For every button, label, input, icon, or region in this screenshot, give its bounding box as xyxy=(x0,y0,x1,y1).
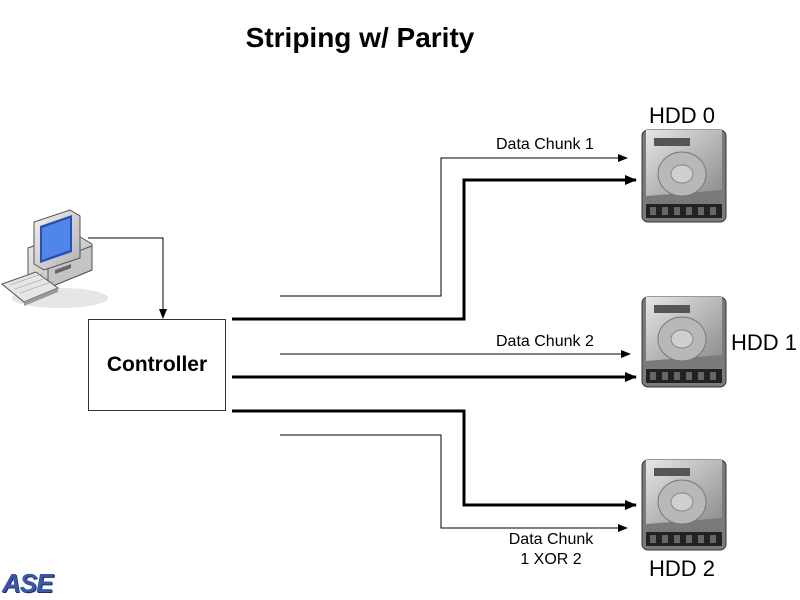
hdd0-label: HDD 0 xyxy=(649,103,716,128)
hdd2-icon xyxy=(641,459,727,551)
computer-to-controller-arrow xyxy=(88,237,167,319)
parity-label-line2: 1 XOR 2 xyxy=(520,551,582,568)
data-chunk-2-label: Data Chunk 2 xyxy=(496,333,594,350)
ase-logo: ASE xyxy=(2,568,53,598)
controller-to-hdd0-arrow xyxy=(232,175,637,321)
computer-icon xyxy=(0,209,108,308)
parity-label-line1: Data Chunk xyxy=(508,531,594,548)
controller-box: Controller xyxy=(88,319,226,411)
hdd0-icon xyxy=(641,129,727,223)
controller-label: Controller xyxy=(106,353,208,376)
hdd1-icon xyxy=(641,296,727,388)
parity-chunk-label: Data Chunk 1 XOR 2 xyxy=(500,530,602,570)
hdd1-label: HDD 1 xyxy=(731,330,798,355)
page-title: Striping w/ Parity xyxy=(245,22,475,53)
parity-chunk-arrow xyxy=(280,434,628,532)
data-chunk-1-arrow xyxy=(280,154,628,297)
hdd2-label: HDD 2 xyxy=(649,556,716,581)
controller-to-hdd2-arrow xyxy=(232,409,637,510)
data-chunk-1-label: Data Chunk 1 xyxy=(496,136,594,153)
